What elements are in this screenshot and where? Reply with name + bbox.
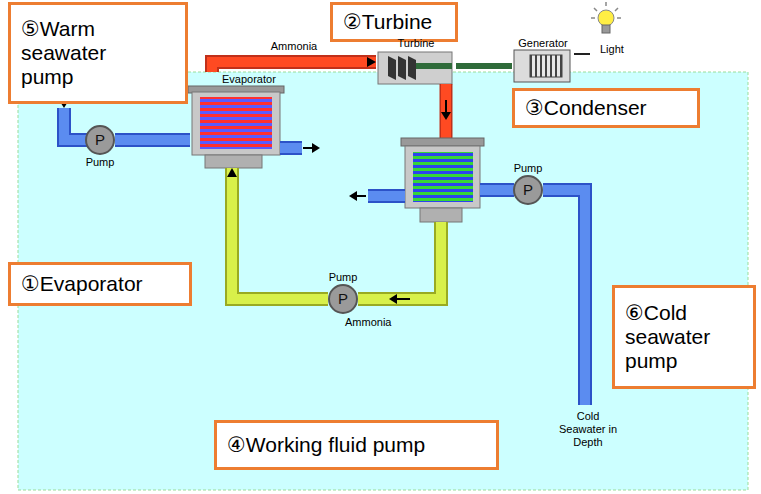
callout-text: ②Turbine [343, 10, 432, 34]
ammonia-vapour-pipe [441, 84, 451, 140]
evaporator-unit [200, 97, 272, 149]
generator-body [514, 50, 570, 82]
ammonia-pipe [212, 62, 376, 72]
pump: PumpP [328, 270, 358, 314]
pump-symbol: P [328, 284, 358, 314]
warm-seawater-pipe [115, 140, 190, 141]
warm-seawater-pipe [64, 108, 88, 140]
part-label: Turbine [376, 36, 456, 50]
part-label: Pump [514, 161, 543, 175]
light-bulb [591, 2, 621, 33]
ammonia-pipe [232, 168, 328, 299]
turbine-body [378, 52, 452, 84]
cold-seawater-pipe [368, 191, 405, 201]
condenser-unit [420, 208, 462, 222]
evaporator-unit [192, 92, 280, 155]
ammonia-pipe [232, 168, 328, 299]
condenser-unit [413, 152, 473, 202]
condenser-unit [401, 138, 484, 146]
ammonia-vapour-pipe [441, 112, 451, 120]
cold-seawater-pipe [480, 190, 585, 405]
ammonia-pipe [227, 168, 328, 299]
callout-text: ①Evaporator [21, 272, 143, 296]
arrow-head [227, 168, 237, 177]
warm-seawater-pipe [312, 143, 320, 153]
condenser-unit [401, 138, 484, 222]
generator-body [514, 50, 570, 82]
light-bulb [591, 2, 621, 18]
generator-body [530, 55, 562, 77]
evaporator: Evaporator [190, 72, 284, 168]
cold-seawater-pipe [480, 190, 585, 405]
ammonia-liquid-pipe [358, 222, 441, 299]
ammonia-liquid-pipe [358, 222, 441, 299]
callout-box: ①Evaporator [8, 262, 192, 306]
warm-seawater-pipe [280, 143, 302, 153]
condenser-unit [405, 146, 480, 208]
turbine-body [408, 56, 416, 80]
part-label: Light [600, 42, 632, 56]
turbine-body [378, 52, 452, 84]
warm-seawater-pipe [280, 141, 302, 155]
callout-text: ⑥Cold seawater pump [625, 301, 725, 373]
warm-seawater-pipe [64, 108, 88, 140]
callout-box: ③Condenser [512, 88, 700, 128]
wire [574, 53, 590, 55]
edge-label: Ammonia [271, 40, 317, 53]
callout-box: ④Working fluid pump [214, 420, 499, 470]
light-bulb [598, 10, 614, 26]
pump: PPump [85, 125, 115, 169]
callout-box: ⑤Warm seawater pump [8, 2, 188, 104]
cold-seawater-pipe [349, 191, 357, 201]
ammonia-pipe [212, 62, 376, 72]
light-bulb [602, 25, 610, 33]
evaporator-unit [205, 155, 262, 168]
ammonia-liquid-pipe [358, 222, 441, 304]
warm-seawater-pipe [115, 133, 190, 147]
callout-box: ②Turbine [330, 2, 458, 42]
warm-seawater-pipe [303, 147, 313, 149]
turbine-body [388, 56, 396, 80]
pump-symbol: P [85, 125, 115, 155]
cold-seawater-pipe [368, 189, 405, 203]
part-label: Pump [86, 155, 115, 169]
shaft [456, 66, 512, 67]
turbine-body [398, 56, 406, 80]
part-label: Generator [512, 36, 574, 50]
callout-box: ⑥Cold seawater pump [612, 285, 756, 389]
ammonia-liquid-pipe [389, 294, 397, 304]
ammonia-vapour-pipe [441, 84, 451, 140]
ammonia-pipe [212, 57, 376, 72]
ammonia-vapour-pipe [445, 100, 447, 114]
shaft [456, 63, 512, 69]
turbine-body [416, 63, 452, 69]
warm-seawater-pipe [115, 135, 190, 145]
callout-text: ⑤Warm seawater pump [21, 17, 131, 89]
pump-symbol: P [513, 175, 543, 205]
fluid-label: Ammonia [345, 316, 391, 329]
wire [574, 54, 590, 55]
arrow-head [367, 57, 376, 67]
part-label: Evaporator [222, 72, 284, 86]
cold-seawater-pipe [349, 190, 585, 405]
ammonia-vapour-pipe [440, 84, 453, 140]
turbine: Turbine [376, 36, 456, 86]
ammonia-liquid-pipe [396, 298, 410, 300]
evaporator-unit [188, 86, 284, 168]
callout-text: ③Condenser [525, 96, 647, 120]
light: Light [590, 4, 632, 60]
pipe-label: Cold Seawater in Depth [552, 410, 624, 449]
callout-text: ④Working fluid pump [227, 433, 425, 457]
part-label: Pump [329, 270, 358, 284]
pump: PumpP [513, 161, 543, 205]
sea-water [18, 72, 748, 490]
sea-water [18, 72, 748, 490]
generator: Generator [512, 36, 574, 84]
cold-seawater-pipe [356, 195, 366, 197]
